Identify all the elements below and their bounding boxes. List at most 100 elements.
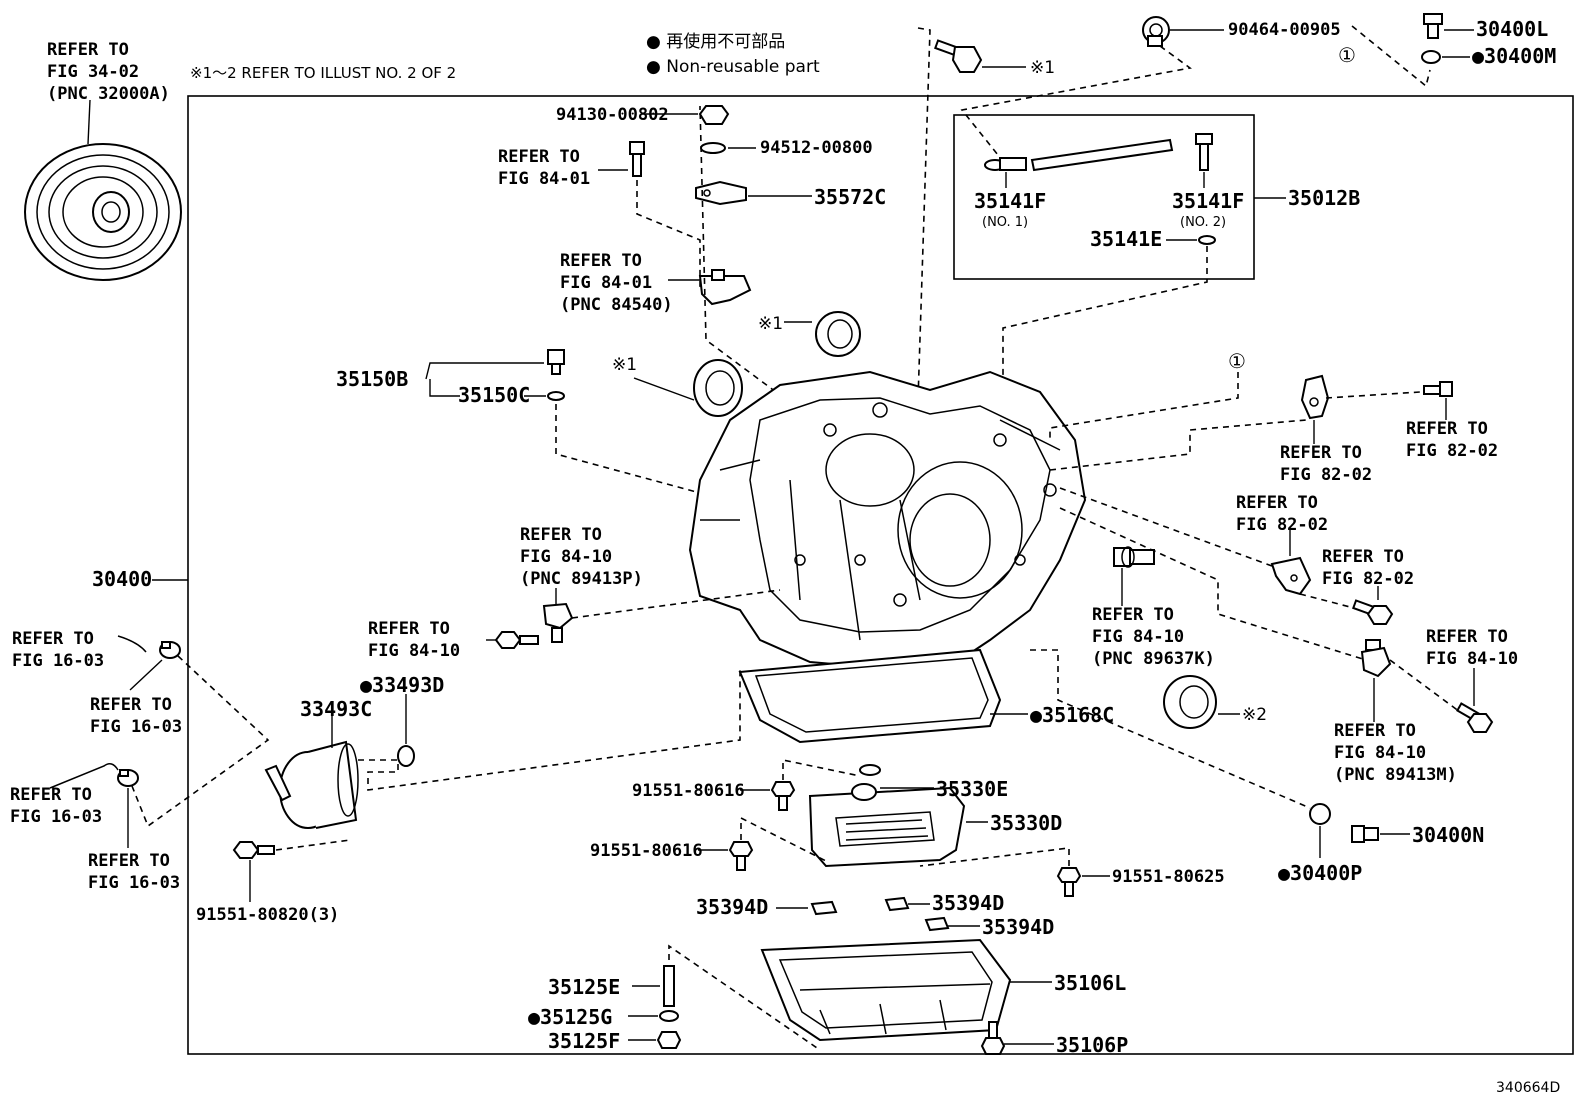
illust-note: ※1～2 REFER TO ILLUST NO. 2 OF 2 <box>190 64 456 82</box>
bolt-icon <box>1056 867 1082 897</box>
clamp-icon <box>1142 16 1170 47</box>
plug-icon <box>1423 13 1443 39</box>
part-30400N: 30400N <box>1412 823 1484 847</box>
part-94512: 94512-00800 <box>760 138 873 158</box>
oil-pipe-icon <box>984 133 1213 172</box>
mark-circ1-mid: ① <box>1228 349 1246 373</box>
mark-x2-bearing: ※2 <box>1242 705 1267 725</box>
svg-text:FIG 16-03: FIG 16-03 <box>90 717 182 737</box>
svg-text:FIG 84-10: FIG 84-10 <box>1092 627 1184 647</box>
svg-text:FIG 82-02: FIG 82-02 <box>1236 515 1328 535</box>
part-33493C: 33493C <box>300 697 372 721</box>
pipe-kit-frame <box>953 114 1255 280</box>
mark-x1-top: ※1 <box>1030 58 1055 78</box>
svg-text:FIG 84-10: FIG 84-10 <box>520 547 612 567</box>
magnet-icon <box>884 896 910 912</box>
svg-text:REFER TO: REFER TO <box>1280 443 1362 463</box>
ref-clamp-a: REFER TO FIG 16-03 <box>90 695 182 737</box>
ref-bolt-r3: REFER TO FIG 84-10 <box>1426 627 1518 669</box>
hose-icon <box>117 635 147 653</box>
ref-bolt-r1: REFER TO FIG 82-02 <box>1406 419 1498 461</box>
ref-switch-right: REFER TO FIG 84-10 (PNC 89637K) <box>1092 605 1215 669</box>
svg-text:REFER TO: REFER TO <box>498 147 580 167</box>
svg-text:REFER TO: REFER TO <box>1322 547 1404 567</box>
part-35150B: 35150B <box>336 367 408 391</box>
o-ring-icon <box>859 764 881 776</box>
svg-text:REFER TO: REFER TO <box>10 785 92 805</box>
gasket-icon <box>1309 803 1331 825</box>
part-35125F: 35125F <box>548 1029 620 1053</box>
speed-sensor-icon <box>698 269 752 306</box>
part-35141F-2: 35141F <box>1172 189 1244 213</box>
part-35168C: ●35168C <box>1030 703 1114 727</box>
magnet-icon <box>924 916 950 932</box>
magnet-icon <box>810 900 838 916</box>
bearing-icon <box>1163 675 1217 729</box>
legend-japanese: ● 再使用不可部品 <box>646 31 785 52</box>
part-90464: 90464-00905 <box>1228 20 1341 40</box>
ref-sensor-left: REFER TO FIG 84-10 (PNC 89413P) <box>520 525 643 589</box>
part-35106P: 35106P <box>1056 1033 1128 1057</box>
svg-text:REFER TO: REFER TO <box>1334 721 1416 741</box>
oil-cooler-icon <box>264 740 359 829</box>
bracket-icon <box>1300 374 1330 420</box>
ref-bracket-r2: REFER TO FIG 82-02 <box>1236 493 1328 535</box>
svg-text:REFER TO: REFER TO <box>520 525 602 545</box>
svg-text:(PNC 89637K): (PNC 89637K) <box>1092 649 1215 669</box>
figure-id: 340664D <box>1496 1080 1560 1096</box>
hose-icon <box>49 763 119 789</box>
bolt-icon <box>1423 381 1453 397</box>
svg-text:REFER TO: REFER TO <box>1092 605 1174 625</box>
part-35394D-c: 35394D <box>982 915 1054 939</box>
svg-text:REFER TO: REFER TO <box>90 695 172 715</box>
svg-text:FIG 84-01: FIG 84-01 <box>560 273 652 293</box>
ref-sensor-top: REFER TO FIG 84-01 (PNC 84540) <box>560 251 673 315</box>
part-94130: 94130-00802 <box>556 105 669 125</box>
o-ring-icon <box>547 391 565 401</box>
svg-text:REFER TO: REFER TO <box>1236 493 1318 513</box>
svg-text:FIG 84-10: FIG 84-10 <box>368 641 460 661</box>
bolt-icon <box>770 781 796 811</box>
part-30400P: ●30400P <box>1278 861 1362 885</box>
mark-x1-seal-a: ※1 <box>758 314 783 334</box>
bolt-icon <box>1455 702 1494 733</box>
speed-sensor-icon <box>542 602 574 643</box>
o-ring-icon <box>1198 235 1216 245</box>
svg-text:FIG 16-03: FIG 16-03 <box>88 873 180 893</box>
bolt-icon <box>232 841 275 859</box>
part-91551-80625: 91551-80625 <box>1112 867 1225 887</box>
clamp-icon <box>117 769 139 787</box>
svg-text:FIG 84-10: FIG 84-10 <box>1426 649 1518 669</box>
part-33493D: ●33493D <box>360 673 444 697</box>
svg-text:(PNC 32000A): (PNC 32000A) <box>47 84 170 104</box>
svg-text:REFER TO: REFER TO <box>88 851 170 871</box>
plug-icon <box>547 349 565 375</box>
bolt-icon <box>934 39 983 73</box>
part-35125G: ●35125G <box>528 1005 612 1029</box>
svg-text:FIG 82-02: FIG 82-02 <box>1322 569 1414 589</box>
part-35141F-2-note: (NO. 2) <box>1180 215 1226 230</box>
ref-bracket-r1: REFER TO FIG 82-02 <box>1280 443 1372 485</box>
ref-converter: REFER TO FIG 34-02 (PNC 32000A) <box>47 40 170 104</box>
bolt-icon <box>1352 599 1394 625</box>
oil-pan-icon <box>760 938 1012 1042</box>
legend-english: ● Non-reusable part <box>646 57 820 77</box>
speed-sensor-icon <box>1360 639 1392 678</box>
part-35141F-1-note: (NO. 1) <box>982 215 1028 230</box>
part-91551-80616-a: 91551-80616 <box>632 781 745 801</box>
svg-text:REFER TO: REFER TO <box>1426 627 1508 647</box>
part-35012B: 35012B <box>1288 186 1360 210</box>
pressure-switch-icon <box>1113 546 1155 568</box>
ref-clamp-b: REFER TO FIG 16-03 <box>88 851 180 893</box>
part-35106L: 35106L <box>1054 971 1126 995</box>
bolt-icon <box>980 1021 1006 1055</box>
part-35141E: 35141E <box>1090 227 1162 251</box>
svg-text:(PNC 89413M): (PNC 89413M) <box>1334 765 1457 785</box>
gasket-icon <box>1421 50 1441 64</box>
bolt-icon <box>494 631 539 649</box>
bolt-icon <box>629 141 645 177</box>
part-35150C: 35150C <box>458 383 530 407</box>
svg-text:FIG 16-03: FIG 16-03 <box>10 807 102 827</box>
bracket-icon <box>1270 556 1312 596</box>
torque-converter-icon <box>24 143 182 281</box>
